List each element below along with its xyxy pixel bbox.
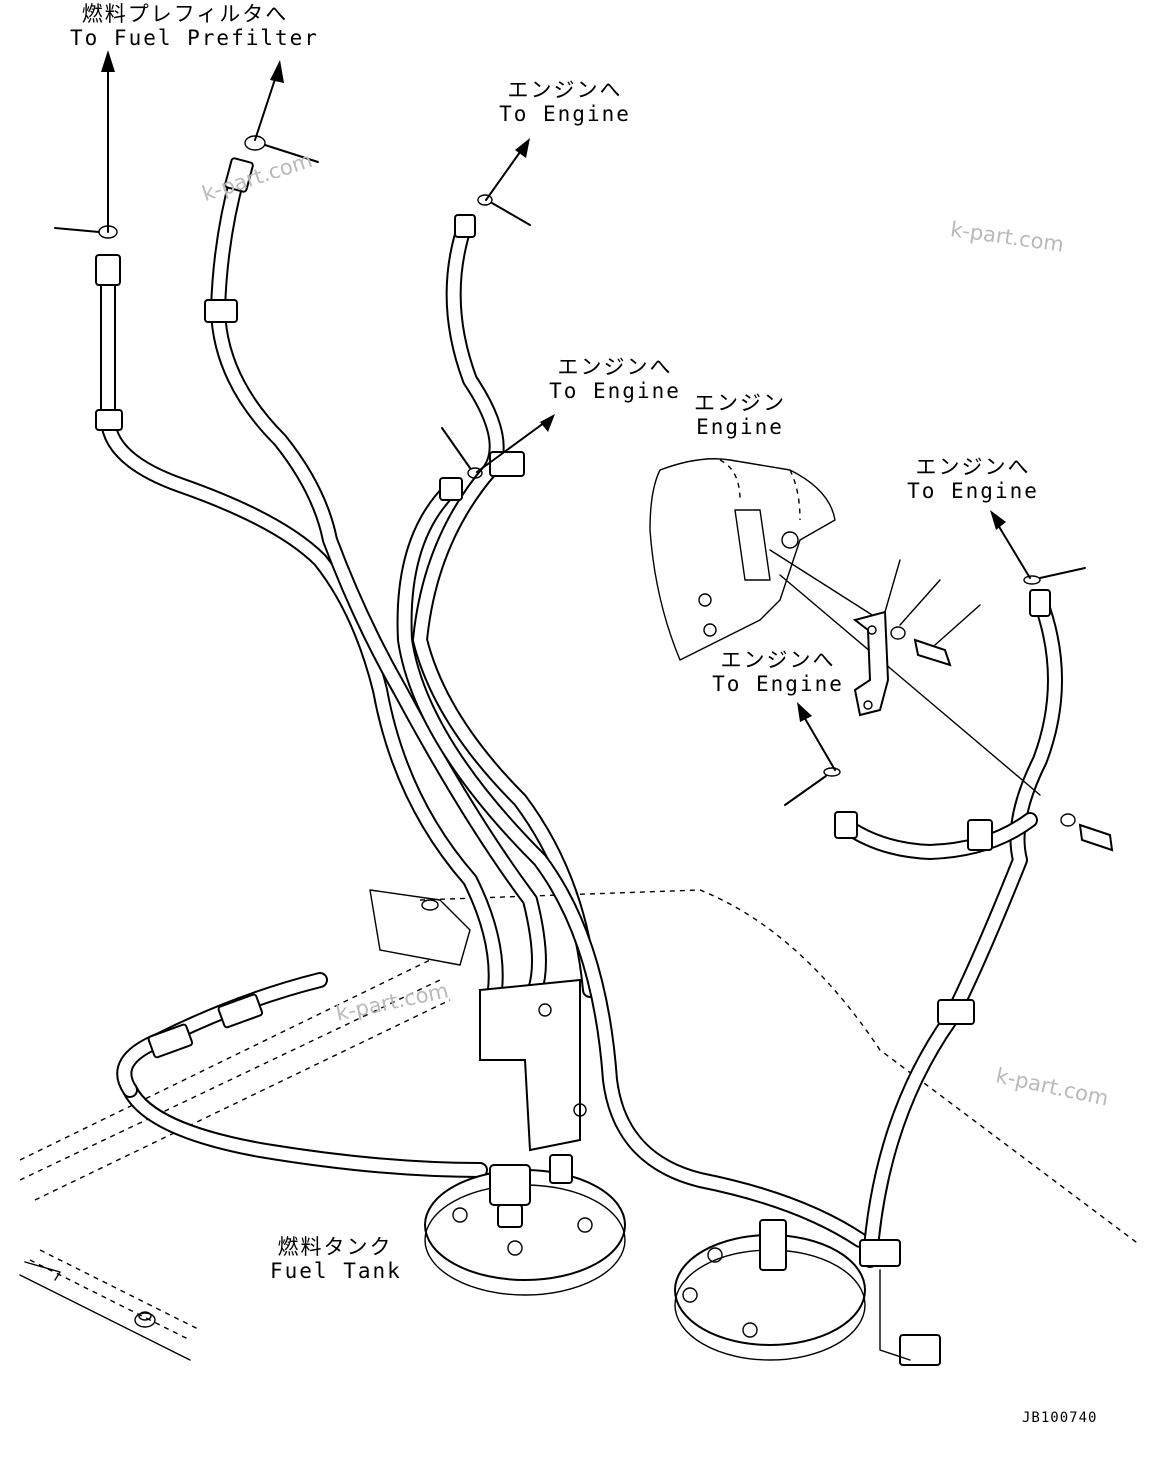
bracket-assembly — [852, 559, 1114, 852]
hose-prefilter-right — [204, 157, 547, 998]
nut-bottom-left — [24, 1261, 156, 1328]
label-engine-part-jp: エンジン — [694, 391, 786, 415]
hose-engine-lower — [834, 811, 1038, 860]
label-engine3-en: To Engine — [907, 479, 1039, 503]
label-tank-en: Fuel Tank — [270, 1259, 402, 1283]
hose-tank-left — [116, 972, 488, 1178]
label-engine1-jp: エンジンへ — [507, 78, 623, 102]
manifold-block — [479, 978, 587, 1152]
drawing-code: JB100740 — [1022, 1410, 1098, 1426]
hose-engine-top — [412, 214, 598, 998]
label-prefilter-en: To Fuel Prefilter — [70, 26, 319, 50]
engine-detail — [649, 458, 1041, 796]
label-engine4-jp: エンジンへ — [720, 648, 836, 672]
hose-engine-right — [862, 589, 1063, 1268]
hose-prefilter-left — [95, 254, 504, 998]
hose-engine-mid — [396, 477, 868, 1248]
leader-lines — [54, 50, 1086, 806]
tank-port-left — [424, 1154, 626, 1296]
label-engine2-en: To Engine — [549, 379, 681, 403]
label-engine1-en: To Engine — [499, 102, 631, 126]
chassis-frame — [19, 889, 1141, 1361]
label-engine2-jp: エンジンへ — [557, 355, 673, 379]
tank-port-right — [674, 1219, 941, 1366]
label-tank-jp: 燃料タンク — [277, 1235, 393, 1259]
label-engine4-en: To Engine — [712, 672, 844, 696]
label-prefilter-jp: 燃料プレフィルタへ — [81, 2, 289, 26]
label-engine3-jp: エンジンへ — [915, 455, 1031, 479]
label-engine-part-en: Engine — [696, 415, 784, 439]
